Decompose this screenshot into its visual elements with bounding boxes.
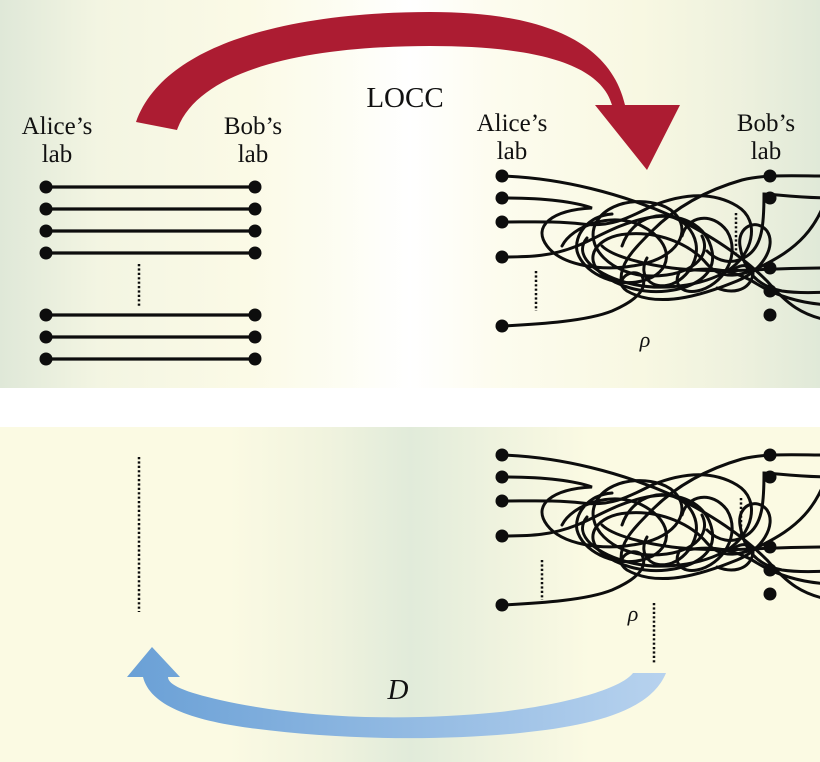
alice-node: [495, 529, 509, 543]
wire-3: [39, 224, 262, 238]
wire-5: [39, 308, 262, 322]
wire-6: [39, 330, 262, 344]
alice-lab-label-left: Alice’s lab: [12, 113, 102, 169]
distance-arrow: [127, 647, 666, 739]
alice-label-line2: lab: [41, 141, 73, 168]
alice-node: [495, 215, 509, 229]
bob-label-line2: lab: [750, 138, 782, 165]
bob-lab-label-left: Bob’s lab: [213, 113, 293, 169]
locc-label: LOCC: [366, 82, 444, 114]
bottom-panel: [0, 427, 820, 762]
alice-node: [495, 319, 509, 333]
alice-label-line1: Alice’s: [476, 110, 548, 137]
alice-node: [495, 191, 509, 205]
locc-arrow: [136, 12, 680, 170]
alice-label-line2: lab: [496, 138, 528, 165]
bob-lab-label-right: Bob’s lab: [726, 110, 806, 166]
alice-node: [495, 169, 509, 183]
alice-label-line1: Alice’s: [21, 113, 93, 140]
wire-1: [39, 180, 262, 194]
wire-2: [39, 202, 262, 216]
rho-label-bottom: ρ: [627, 601, 639, 626]
alice-node: [495, 598, 509, 612]
alice-node: [495, 448, 509, 462]
bob-node: [763, 191, 777, 205]
bob-node: [763, 587, 777, 601]
alice-node: [495, 494, 509, 508]
bob-node: [763, 261, 777, 275]
wire-7: [39, 352, 262, 366]
bob-node: [763, 470, 777, 484]
alice-node: [495, 250, 509, 264]
product-state-wires: [39, 180, 262, 366]
alice-node: [495, 470, 509, 484]
top-panel: [0, 0, 820, 388]
bob-label-line2: lab: [237, 141, 269, 168]
bob-node: [763, 540, 777, 554]
wire-4: [39, 246, 262, 260]
bob-label-line1: Bob’s: [223, 113, 283, 140]
bob-node: [763, 448, 777, 462]
entangled-state-bottom: [495, 448, 820, 612]
bob-node: [763, 308, 777, 322]
alice-lab-label-right: Alice’s lab: [462, 110, 562, 166]
distance-label: D: [387, 674, 409, 706]
rho-label-top: ρ: [639, 327, 651, 352]
bob-node: [763, 169, 777, 183]
bob-label-line1: Bob’s: [736, 110, 796, 137]
bob-node: [763, 284, 777, 298]
bob-node: [763, 563, 777, 577]
entangled-state-top: [495, 169, 820, 333]
